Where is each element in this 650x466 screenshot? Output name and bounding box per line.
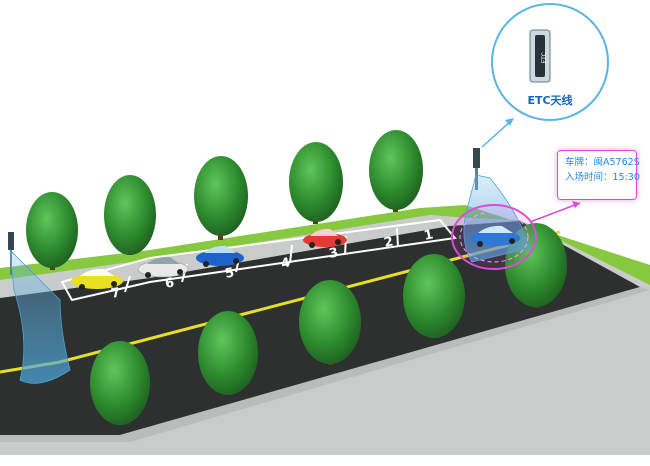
tree-front-2 [198, 311, 258, 395]
antenna-callout-arrow [505, 118, 514, 126]
entry-time-value: 15:30 [612, 172, 640, 183]
car-space-5 [196, 245, 244, 267]
entry-time-line: 入场时间：15:30 [558, 170, 640, 185]
car-space-3 [303, 228, 347, 248]
plate-label: 车牌： [565, 157, 594, 168]
etc-antenna-label: ETC天线 [527, 94, 573, 107]
space-number-3: 3 [328, 245, 340, 262]
tree-back-1 [26, 192, 78, 270]
space-numbers: 1 2 3 4 5 6 7 [110, 227, 435, 302]
tree-front-3 [299, 280, 361, 365]
space-number-4: 4 [280, 255, 292, 272]
space-number-6: 6 [164, 275, 176, 292]
plate-value: 闽A5762S [593, 157, 640, 168]
tree-front-4 [403, 254, 465, 338]
left-etc-antenna [8, 232, 71, 384]
space-number-5: 5 [224, 265, 236, 282]
plate-line: 车牌：闽A5762S [558, 155, 640, 170]
tree-back-2 [104, 175, 156, 255]
info-callout-arrow [572, 201, 580, 208]
entry-time-label: 入场时间： [565, 172, 613, 183]
tree-back-5 [369, 130, 423, 212]
tree-front-1 [90, 341, 150, 425]
space-number-7: 7 [110, 285, 122, 302]
info-callout-line [529, 202, 581, 223]
antenna-panel-icon: ETC [529, 29, 551, 83]
detected-car [470, 225, 520, 247]
space-number-2: 2 [383, 234, 395, 251]
antenna-callout-line [481, 119, 513, 148]
tree-back-4 [289, 142, 343, 224]
car-space-7 [71, 268, 123, 290]
space-number-1: 1 [423, 227, 435, 244]
vehicle-info-box: 车牌：闽A5762S 入场时间：15:30 [557, 150, 640, 200]
car-space-6 [137, 256, 189, 278]
antenna-panel-text: ETC [541, 52, 548, 63]
tree-row-back [26, 130, 423, 270]
tree-back-3 [194, 156, 248, 240]
